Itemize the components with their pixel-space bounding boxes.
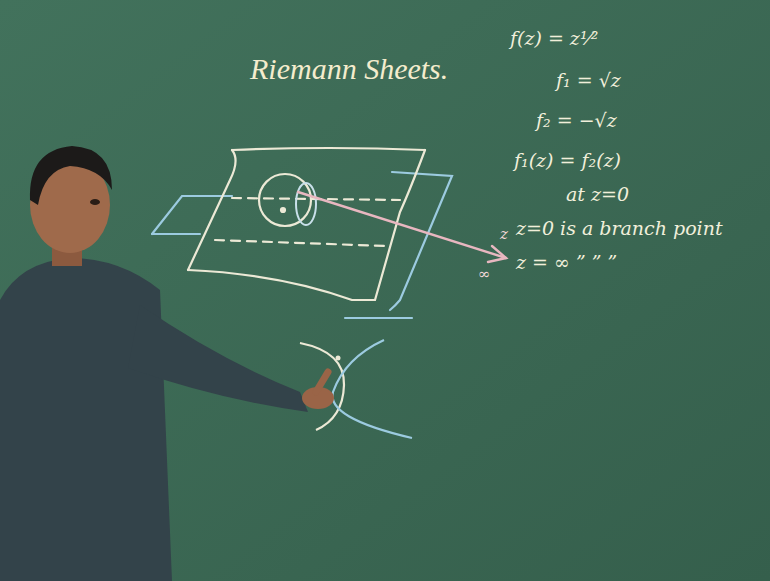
branch-cut-arrow	[298, 192, 506, 262]
sheet-curve	[332, 340, 412, 438]
point	[336, 356, 341, 361]
chalk-equation: z	[500, 226, 508, 243]
chalk-equation: f(z) = z¹⁄²	[510, 28, 598, 49]
sheet-curve	[300, 343, 344, 430]
chalk-equation: f₁ = √z	[556, 70, 621, 91]
chalk-equation: f₂ = −√z	[536, 110, 617, 131]
loop	[296, 183, 316, 225]
front-sheet	[188, 148, 425, 300]
lecturer	[0, 146, 334, 581]
chalk-equation: at z=0	[566, 184, 629, 205]
chalk-equation: ∞	[478, 266, 491, 283]
chalk-equation: f₁(z) = f₂(z)	[514, 150, 621, 171]
board-title: Riemann Sheets.	[250, 52, 448, 85]
chalk-equation: z = ∞ ” ” ”	[516, 252, 617, 273]
chalk-equation: z=0 is a branch point	[516, 218, 723, 239]
